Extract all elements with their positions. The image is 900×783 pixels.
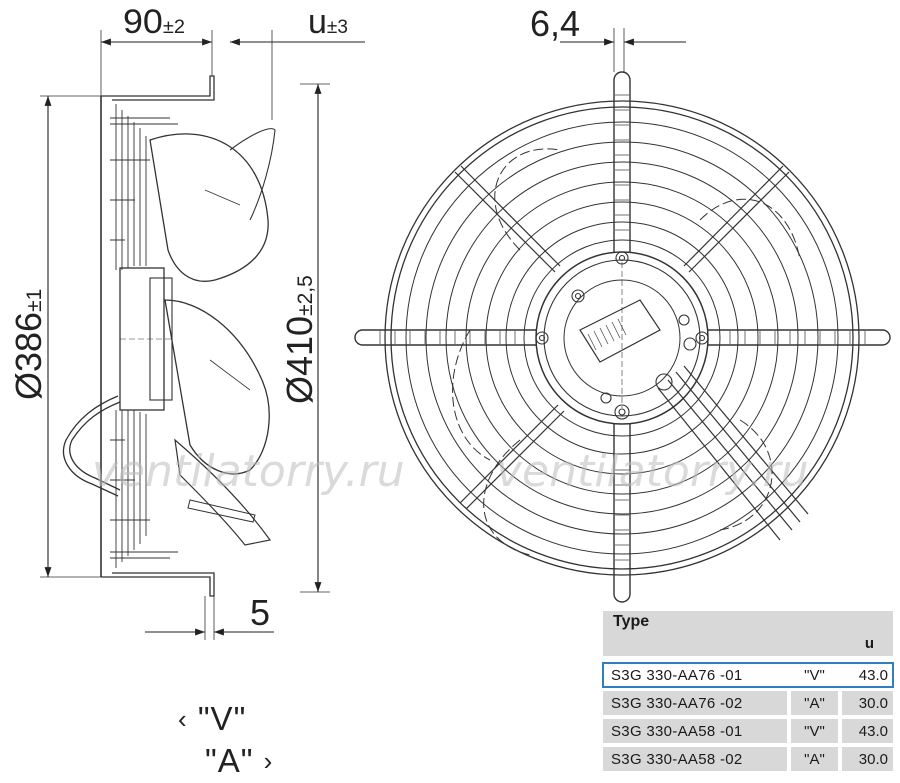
dimension-texts: 90±2 u±3 Ø386±1 Ø410±2,5 5 6,4 — [8, 3, 580, 633]
rotation-v-legend: ‹ "V" — [178, 700, 246, 738]
rotation-right-arrow-icon: › — [263, 746, 274, 776]
u-value-cell: 43.0 — [842, 663, 893, 687]
inner-diameter-dimension: Ø386±1 — [8, 289, 49, 400]
rotation-cell: "V" — [791, 719, 838, 743]
watermark-right: ventilatorry.ru — [496, 446, 809, 497]
side-view — [40, 30, 330, 640]
mount-thickness-dimension: 5 — [250, 592, 270, 633]
model-cell: S3G 330-AA76 -02 — [603, 691, 787, 715]
table-row[interactable]: S3G 330-AA58 -01"V"43.0 — [603, 719, 893, 743]
rotation-cell: "A" — [791, 747, 838, 771]
dimension-lines-side — [44, 38, 365, 636]
table-row[interactable]: S3G 330-AA76 -02"A"30.0 — [603, 691, 893, 715]
guard-wire-dimension: 6,4 — [530, 3, 580, 44]
rotation-left-arrow-icon: ‹ — [178, 704, 188, 734]
outer-diameter-dimension: Ø410±2,5 — [279, 275, 320, 404]
depth-dimension: 90±2 — [123, 3, 185, 41]
model-cell: S3G 330-AA58 -02 — [603, 747, 787, 771]
rotation-cell: "V" — [791, 663, 838, 687]
rotation-v-label: "V" — [197, 700, 247, 737]
table-row[interactable]: S3G 330-AA76 -01"V"43.0 — [602, 662, 894, 688]
u-value-cell: 30.0 — [842, 691, 893, 715]
u-dimension: u±3 — [308, 3, 348, 41]
rotation-cell: "A" — [791, 691, 838, 715]
model-cell: S3G 330-AA76 -01 — [603, 663, 787, 687]
front-view — [354, 28, 891, 603]
table-header: Type u — [603, 611, 893, 656]
header-u: u — [864, 635, 874, 652]
table-row[interactable]: S3G 330-AA58 -02"A"30.0 — [603, 747, 893, 771]
model-cell: S3G 330-AA58 -01 — [603, 719, 787, 743]
watermark-left: ventilatorry.ru — [92, 446, 405, 497]
rotation-a-legend: "A" › — [205, 742, 273, 780]
header-type: Type — [613, 613, 650, 630]
u-value-cell: 43.0 — [842, 719, 893, 743]
u-value-cell: 30.0 — [842, 747, 893, 771]
rotation-a-label: "A" — [205, 742, 254, 779]
